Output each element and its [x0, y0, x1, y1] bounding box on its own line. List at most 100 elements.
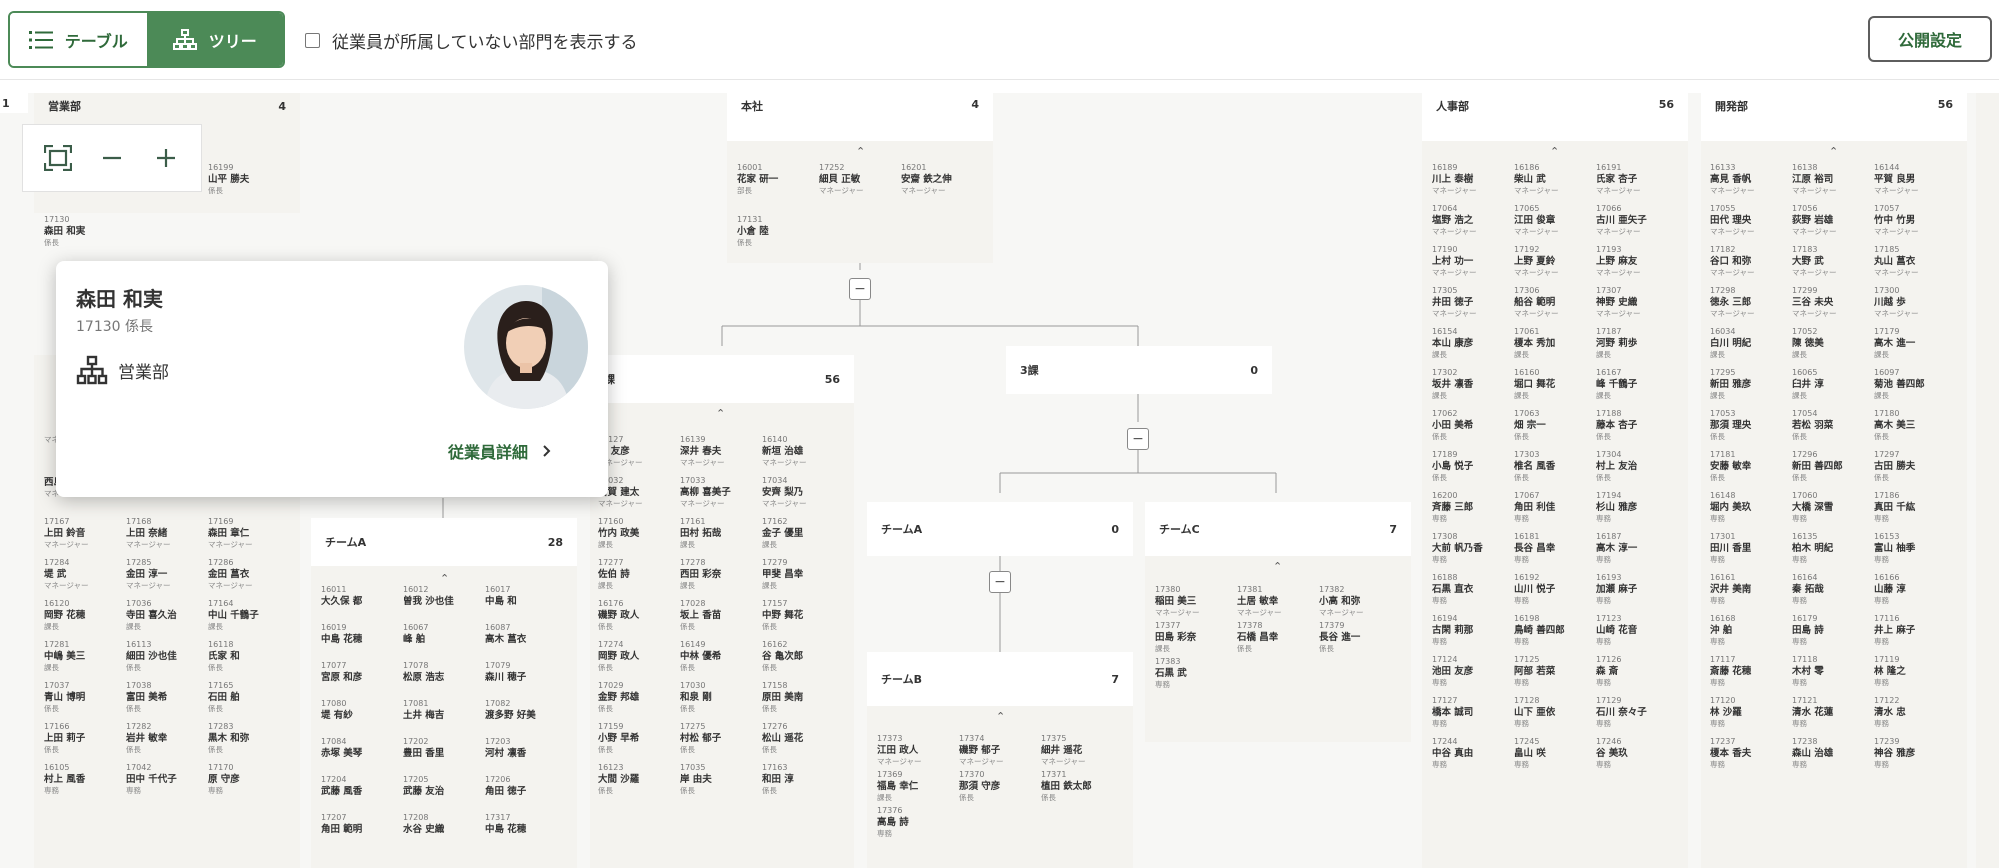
dept-node-honsha[interactable]: 本社 4 — [727, 93, 993, 141]
collapse-caret[interactable]: ⌃ — [716, 407, 726, 420]
collapse-caret[interactable]: ⌃ — [996, 710, 1006, 723]
dept-node-team-a28[interactable]: チームA 28 — [311, 518, 577, 566]
dept-node-ka[interactable]: 課 56 — [590, 355, 854, 403]
collapse-caret[interactable]: ⌃ — [856, 145, 866, 158]
zoom-out-button[interactable] — [92, 138, 132, 178]
org-tree-canvas[interactable]: 1 営業部 4 16199 山平 勝夫 係長 17130 森田 和実 係長 マネ… — [0, 93, 1999, 868]
collapse-button[interactable]: − — [1127, 428, 1149, 450]
dept-node-kaihatsu[interactable]: 開発部 56 — [1701, 93, 1967, 141]
dept-node-3ka[interactable]: 3課 0 — [1006, 346, 1272, 394]
dept-node-jinji[interactable]: 人事部 56 — [1422, 93, 1688, 141]
publish-settings-button[interactable]: 公開設定 — [1868, 16, 1992, 62]
dept-node-team-c[interactable]: チームC 7 — [1145, 502, 1411, 556]
collapse-caret[interactable]: ⌃ — [1829, 145, 1839, 158]
zoom-in-button[interactable] — [146, 138, 186, 178]
collapse-caret[interactable]: ⌃ — [1273, 560, 1283, 573]
dept-node-eigyo[interactable]: 営業部 4 — [34, 93, 300, 119]
employee-detail-link[interactable]: 従業員詳細 — [448, 439, 552, 463]
popup-department[interactable]: 営業部 — [76, 355, 169, 385]
